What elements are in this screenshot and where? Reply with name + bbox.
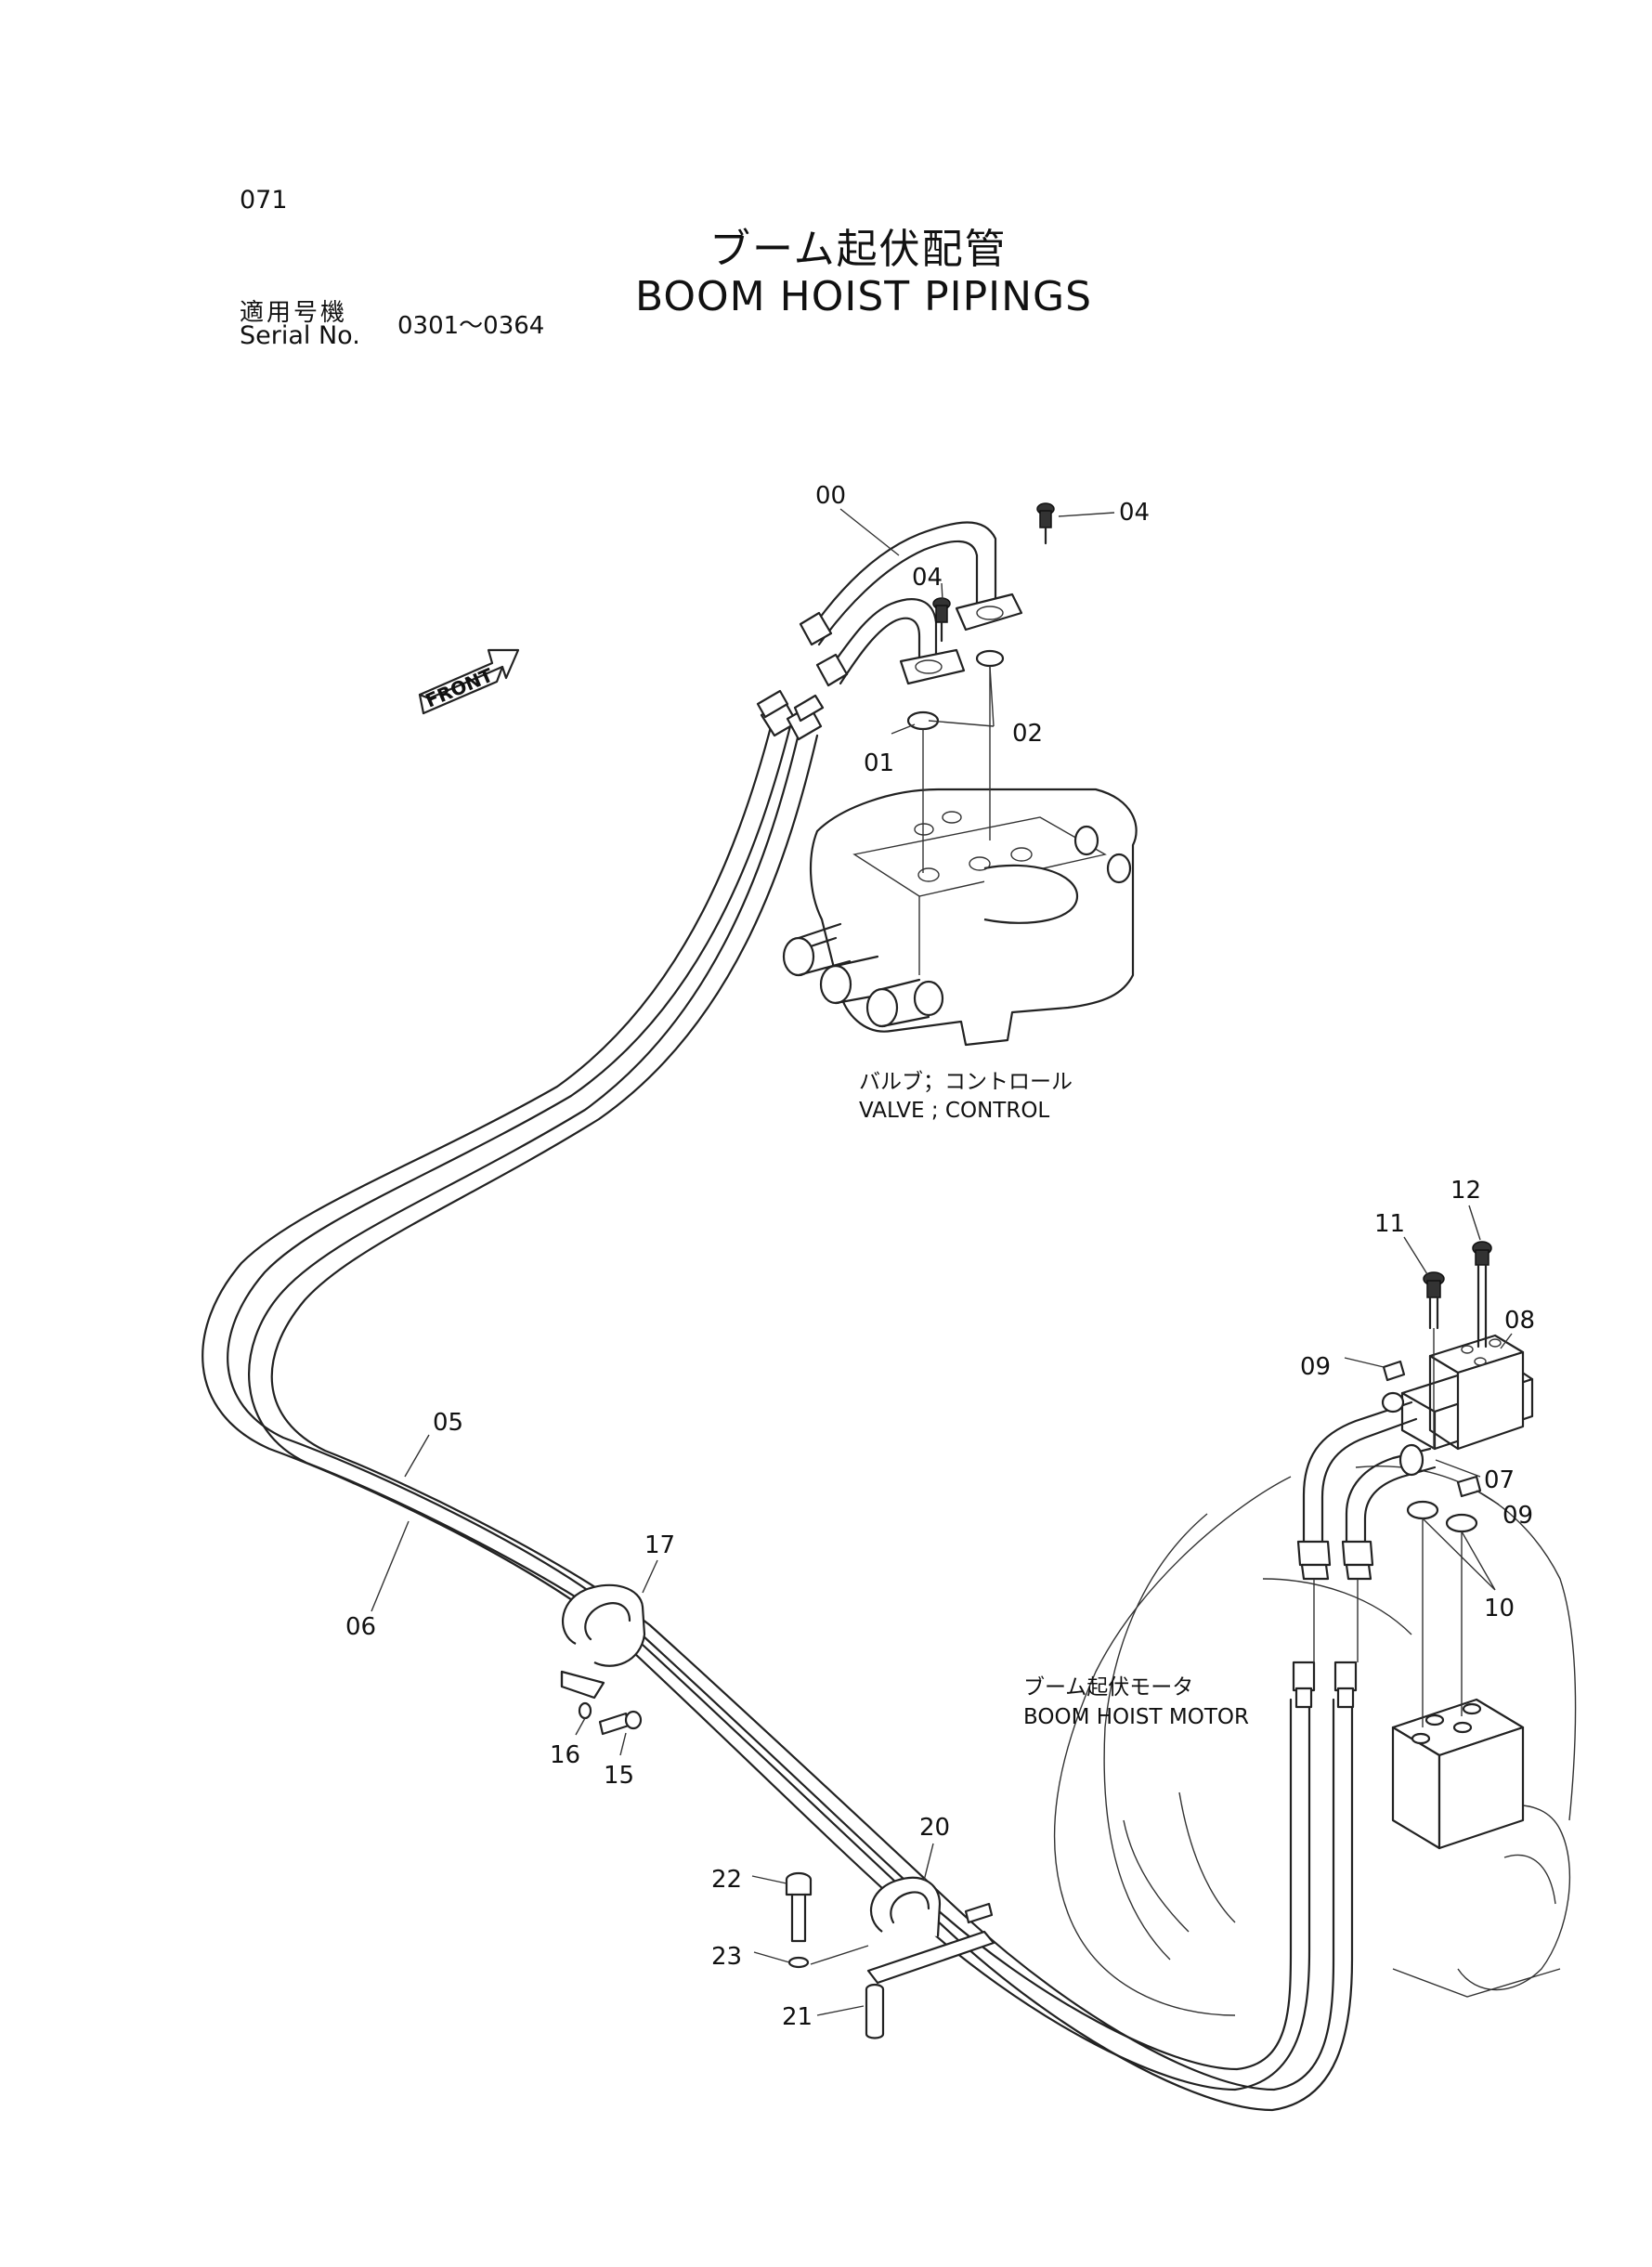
serial-range: 0301～0364	[397, 312, 545, 340]
callout-06: 06	[345, 1613, 376, 1641]
callout-08: 08	[1504, 1307, 1535, 1335]
callout-01: 01	[864, 749, 894, 777]
callout-05: 05	[433, 1409, 463, 1437]
bolt-04-upper	[1036, 502, 1055, 545]
clamp-20	[866, 1876, 995, 1985]
washer-16	[578, 1701, 592, 1720]
washer-23	[787, 1956, 810, 1969]
control-valve	[782, 788, 1138, 1047]
callout-15: 15	[604, 1762, 634, 1790]
front-label: FRONT	[423, 664, 497, 712]
motor-label-japanese: ブーム起伏モータ	[1023, 1675, 1193, 1700]
bolt-22	[785, 1871, 813, 1943]
bolt-15	[598, 1710, 643, 1736]
callout-23: 23	[711, 1943, 742, 1971]
hose-05-06	[202, 689, 1358, 2112]
bolt-04-lower	[932, 597, 951, 643]
o-ring-10b	[1445, 1513, 1478, 1533]
callout-10: 10	[1484, 1595, 1515, 1622]
o-ring-02b	[975, 649, 1005, 668]
callout-09: 09	[1502, 1502, 1533, 1530]
page-title: BOOM HOIST PIPINGS	[635, 273, 1093, 320]
serial-label: Serial No.	[240, 321, 360, 350]
clamp-17	[560, 1583, 646, 1700]
callout-00: 00	[815, 482, 846, 510]
callout-02: 02	[1012, 720, 1043, 748]
callout-21: 21	[782, 2003, 813, 2031]
callout-04: 04	[1119, 499, 1150, 527]
bolt-11	[1423, 1271, 1445, 1449]
callout-22: 22	[711, 1866, 742, 1894]
motor-side-pipes	[1296, 1334, 1534, 1662]
callout-04: 04	[912, 564, 943, 592]
pin-21	[865, 1983, 885, 2039]
page-title-japanese: ブーム起伏配管	[709, 226, 1008, 273]
page-code: 071	[240, 186, 288, 215]
bolt-12	[1472, 1241, 1492, 1348]
motor-label: BOOM HOIST MOTOR	[1023, 1705, 1249, 1729]
o-ring-10a	[1406, 1500, 1439, 1520]
upper-pipes	[799, 521, 1023, 687]
callout-07: 07	[1484, 1466, 1515, 1494]
callout-20: 20	[919, 1814, 950, 1842]
callout-12: 12	[1450, 1177, 1481, 1205]
boom-hoist-motor	[1053, 1466, 1577, 2016]
callout-17: 17	[644, 1531, 675, 1559]
front-arrow-icon: FRONT	[418, 648, 520, 715]
callout-16: 16	[550, 1741, 580, 1769]
serial-label-japanese: 適用号機	[240, 299, 348, 327]
valve-label: VALVE ; CONTROL	[859, 1099, 1049, 1123]
leader-lines	[371, 508, 1513, 2016]
valve-label-japanese: バルブ；コントロール	[859, 1070, 1073, 1094]
callout-09: 09	[1300, 1353, 1331, 1381]
callout-11: 11	[1374, 1210, 1405, 1238]
